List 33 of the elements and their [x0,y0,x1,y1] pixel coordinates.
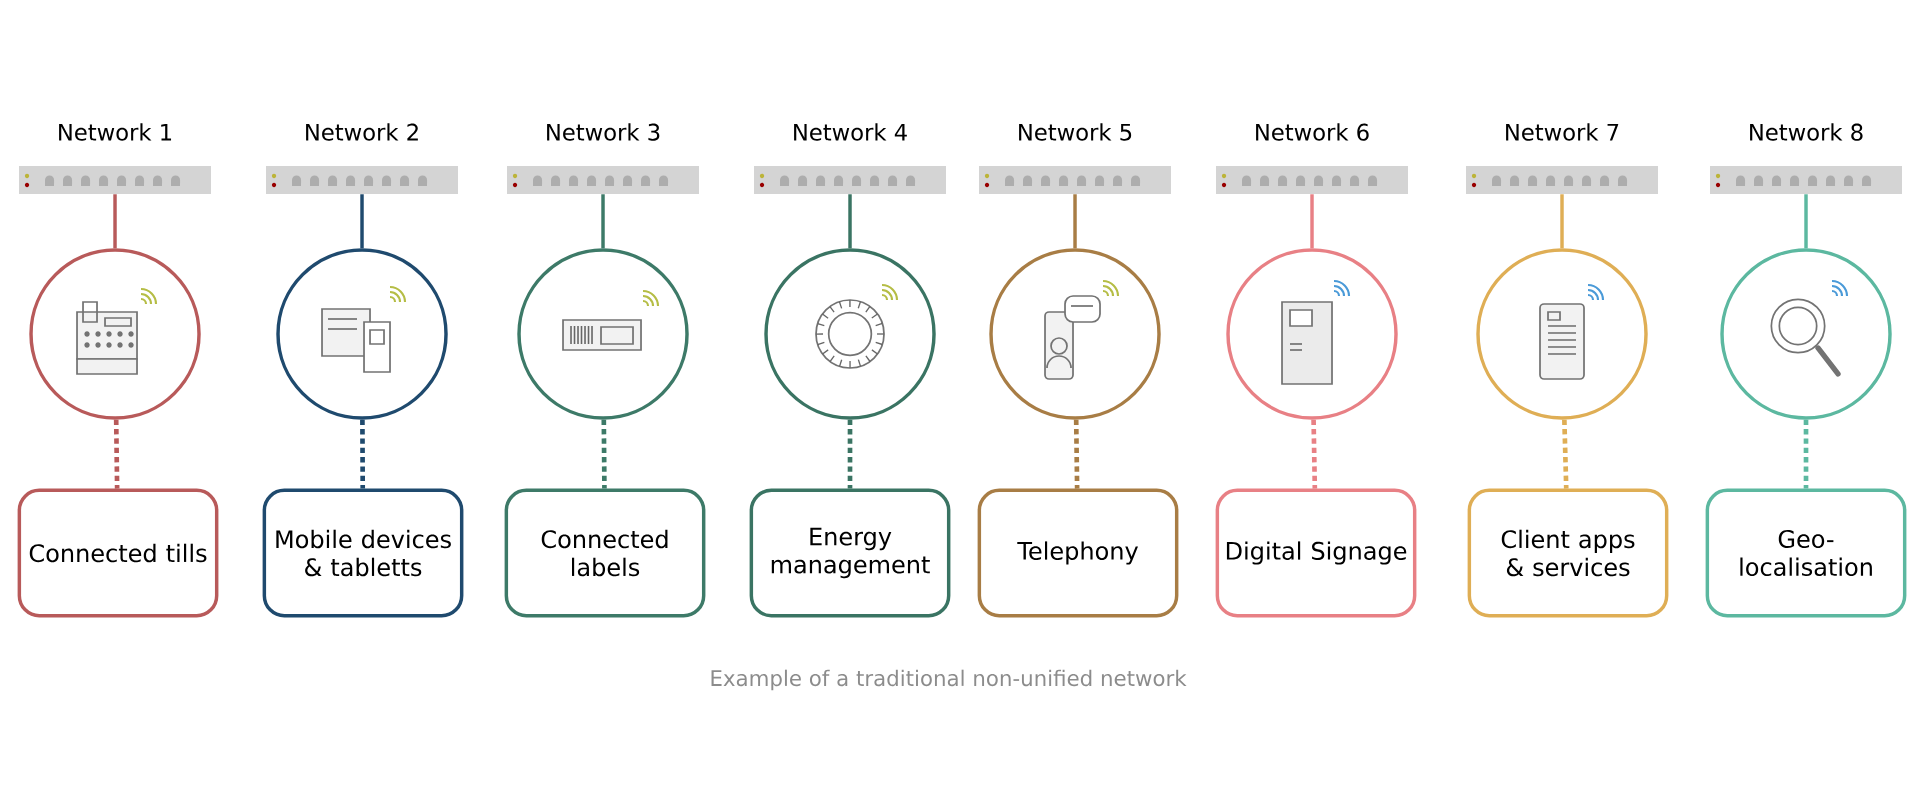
category-box: Connected tills [17,488,219,618]
connector-line [1803,419,1809,489]
connector-line [1562,419,1569,489]
connector-line [601,194,605,249]
category-box: Energy management [749,488,951,618]
network-label: Network 4 [794,123,907,141]
category-box: Client apps & services [1467,488,1669,618]
category-box: Geo-localisation [1705,488,1907,618]
category-box: Mobile devices & tabletts [262,488,464,618]
category-box: Telephony [977,488,1179,618]
network-label: Network 5 [1019,123,1132,141]
connector-line [1073,419,1080,489]
connector-line [360,194,364,249]
connector-line [1560,194,1564,249]
connector-line [113,194,117,249]
connector-line [113,419,120,489]
category-box: Digital Signage [1215,488,1417,618]
network-label: Network 1 [59,123,172,141]
connector-line [601,419,607,489]
connector-line [848,194,852,249]
connector-line [1310,194,1314,249]
network-label: Network 7 [1506,123,1619,141]
category-box: Connected labels [504,488,706,618]
connector-line [1804,194,1808,249]
network-label: Network 8 [1750,123,1863,141]
connector-line [847,419,853,489]
connector-line [1073,194,1077,249]
connector-line [1311,419,1318,489]
network-label: Network 3 [547,123,660,141]
caption: Example of a traditional non-unified network [711,669,1187,691]
connector-line [360,419,366,489]
network-label: Network 2 [306,123,418,141]
network-label: Network 6 [1256,123,1369,141]
